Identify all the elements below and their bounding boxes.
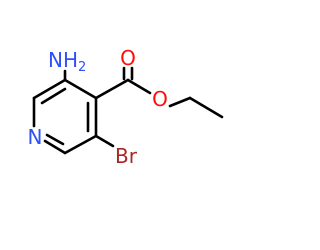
bond-c3-c4	[63, 78, 98, 100]
bond-ch2-ch3	[188, 96, 224, 119]
bond-ester-o-ch2	[168, 96, 192, 108]
bond-c5-bromine	[94, 134, 115, 148]
ester-oxygen-label: O	[152, 87, 168, 111]
bromine-label: Br	[115, 144, 138, 168]
bond-c5-c6	[63, 134, 98, 155]
carbonyl-oxygen-label: O	[120, 46, 136, 70]
ring-nitrogen-label: N	[28, 125, 43, 149]
molecule-structure: NH2 N O O Br	[28, 46, 224, 168]
bond-carbonyl-ester-o	[126, 78, 152, 95]
bond-c2-c3	[32, 78, 67, 100]
bond-c2-c3-inner	[40, 87, 67, 105]
amine-label: NH2	[48, 48, 86, 75]
bond-c4-carbonyl-c	[94, 78, 130, 100]
bond-c6-n1-inner	[45, 133, 65, 146]
amine-n-text: NH	[48, 48, 78, 72]
amine-h-count: 2	[78, 60, 86, 75]
bond-c6-n1	[43, 139, 67, 155]
